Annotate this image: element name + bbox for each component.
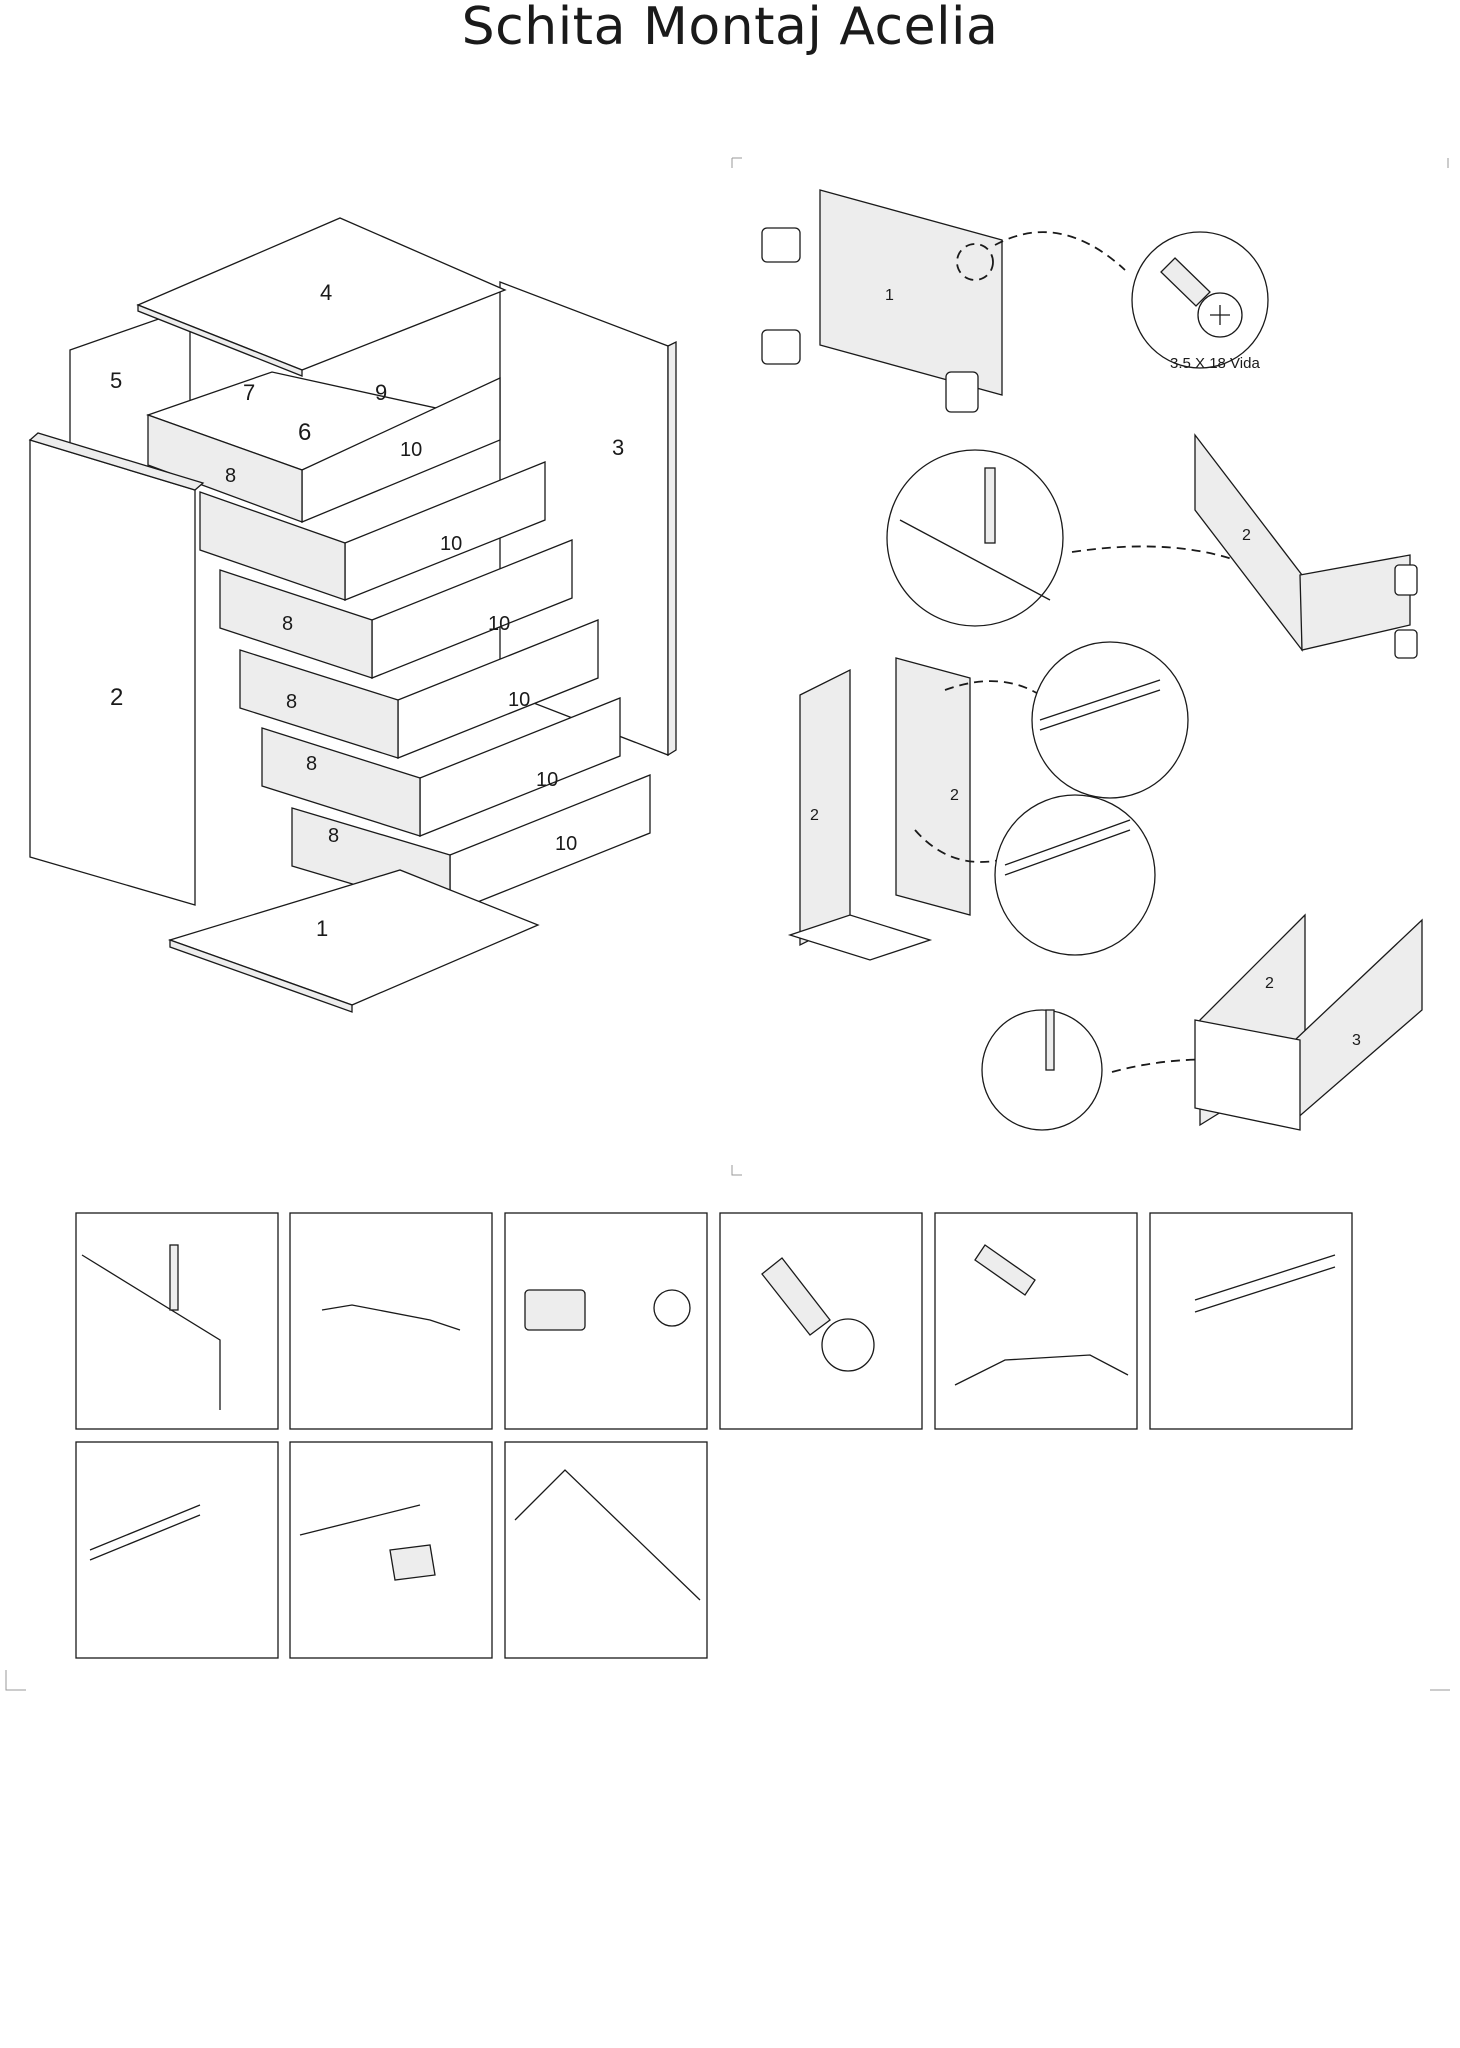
part-label-side-right: 3 xyxy=(612,435,624,460)
runner-label: 8 xyxy=(286,691,297,713)
top-panel-edge xyxy=(137,304,303,377)
part-label-back: 5 xyxy=(110,368,122,393)
exploded-view: 4 5 7 9 6 8 3 2 1 10 10 10 10 10 10 8 8 … xyxy=(28,217,677,1013)
panel-end xyxy=(1194,1019,1301,1131)
dowel-icon xyxy=(169,1244,179,1311)
crop-mark xyxy=(5,1670,26,1691)
runner-label: 8 xyxy=(282,613,293,635)
front-label: 10 xyxy=(440,533,462,555)
screw-caption: 3.5 X 18 Vida xyxy=(1170,355,1260,372)
panel-1 xyxy=(819,189,1003,396)
part-label-drawer-side-left: 7 xyxy=(243,380,255,405)
part-label-runner-top: 8 xyxy=(225,465,236,487)
hardware-tile-back-nailing xyxy=(504,1441,708,1659)
step4-label-3: 3 xyxy=(1352,1032,1361,1049)
crop-mark xyxy=(731,157,742,168)
step4-label-2: 2 xyxy=(1265,975,1274,992)
runner-icon xyxy=(89,1504,201,1561)
runner-detail-circle xyxy=(1031,641,1189,799)
panel-2-right xyxy=(895,657,971,916)
step3-left-label: 2 xyxy=(810,807,819,824)
runner-rail xyxy=(1039,679,1161,731)
hardware-tile-runner-screw xyxy=(1149,1212,1353,1430)
front-label: 10 xyxy=(400,439,422,461)
hardware-tiles xyxy=(75,1212,1353,1659)
step2-panel-label: 2 xyxy=(1242,527,1251,544)
dowel-icon xyxy=(984,467,996,544)
cam-bolt-icon xyxy=(524,1289,586,1331)
step-3: 2 2 xyxy=(787,641,1189,961)
screw-detail-circle xyxy=(994,794,1156,956)
side-panel-left xyxy=(29,439,196,906)
base-panel-edge xyxy=(169,939,353,1013)
detail-circle xyxy=(886,449,1064,627)
detail-circle xyxy=(981,1009,1103,1131)
front-label: 10 xyxy=(555,833,577,855)
back-panel-edge xyxy=(514,1469,701,1601)
crop-mark xyxy=(731,1165,742,1176)
side-panel-left-edge xyxy=(28,432,205,491)
part-label-top: 4 xyxy=(320,280,332,305)
callout-leader xyxy=(994,231,1126,271)
front-label: 10 xyxy=(536,769,558,791)
front-label: 10 xyxy=(508,689,530,711)
step-2: 2 xyxy=(886,433,1418,659)
panel-3-side xyxy=(1294,918,1423,1122)
drawer-fronts xyxy=(147,376,651,914)
dowel-icon xyxy=(1045,1009,1055,1071)
step1-panel-label: 1 xyxy=(885,287,894,304)
leg xyxy=(945,371,979,413)
screw-icon xyxy=(974,1244,1036,1296)
part-label-drawer-bottom: 6 xyxy=(298,419,311,446)
screw-icon xyxy=(1160,257,1243,338)
screw-head-icon xyxy=(821,1318,875,1372)
hammer-icon xyxy=(389,1544,436,1581)
page-title: Schita Montaj Acelia xyxy=(461,0,999,57)
panel-2-left xyxy=(799,668,851,947)
detail-edge xyxy=(899,519,1051,601)
part-label-drawer-side-right: 9 xyxy=(375,380,387,405)
callout-marker xyxy=(956,243,994,281)
leg xyxy=(761,227,801,263)
hardware-tile-drawer-runner xyxy=(75,1441,279,1659)
leg xyxy=(1394,564,1418,596)
screw-icon xyxy=(761,1257,831,1336)
runner-label: 8 xyxy=(306,753,317,775)
hardware-tile-handle xyxy=(934,1212,1138,1430)
panel-1-flat xyxy=(1299,554,1411,651)
cam-lock-icon xyxy=(653,1289,691,1327)
side-panel-right-edge xyxy=(667,340,677,757)
callout-leader xyxy=(914,829,1001,863)
base-plinth xyxy=(787,914,933,961)
runner-icon xyxy=(1194,1254,1336,1313)
leg xyxy=(1394,629,1418,659)
part-label-base: 1 xyxy=(316,916,328,941)
front-label: 10 xyxy=(488,613,510,635)
leg xyxy=(761,329,801,365)
hardware-tile-allen-key xyxy=(289,1212,493,1430)
part-label-side-left: 2 xyxy=(110,684,123,711)
callout-leader xyxy=(944,680,1041,696)
step-4: 2 3 xyxy=(981,913,1423,1131)
handle-icon xyxy=(954,1354,1129,1386)
panel-edge xyxy=(299,1504,421,1536)
allen-key-icon xyxy=(321,1304,461,1331)
step-1: 1 3.5 X 18 Vida xyxy=(761,189,1269,413)
step3-right-label: 2 xyxy=(950,787,959,804)
runner-label: 8 xyxy=(328,825,339,847)
runner-rail xyxy=(1004,819,1131,876)
